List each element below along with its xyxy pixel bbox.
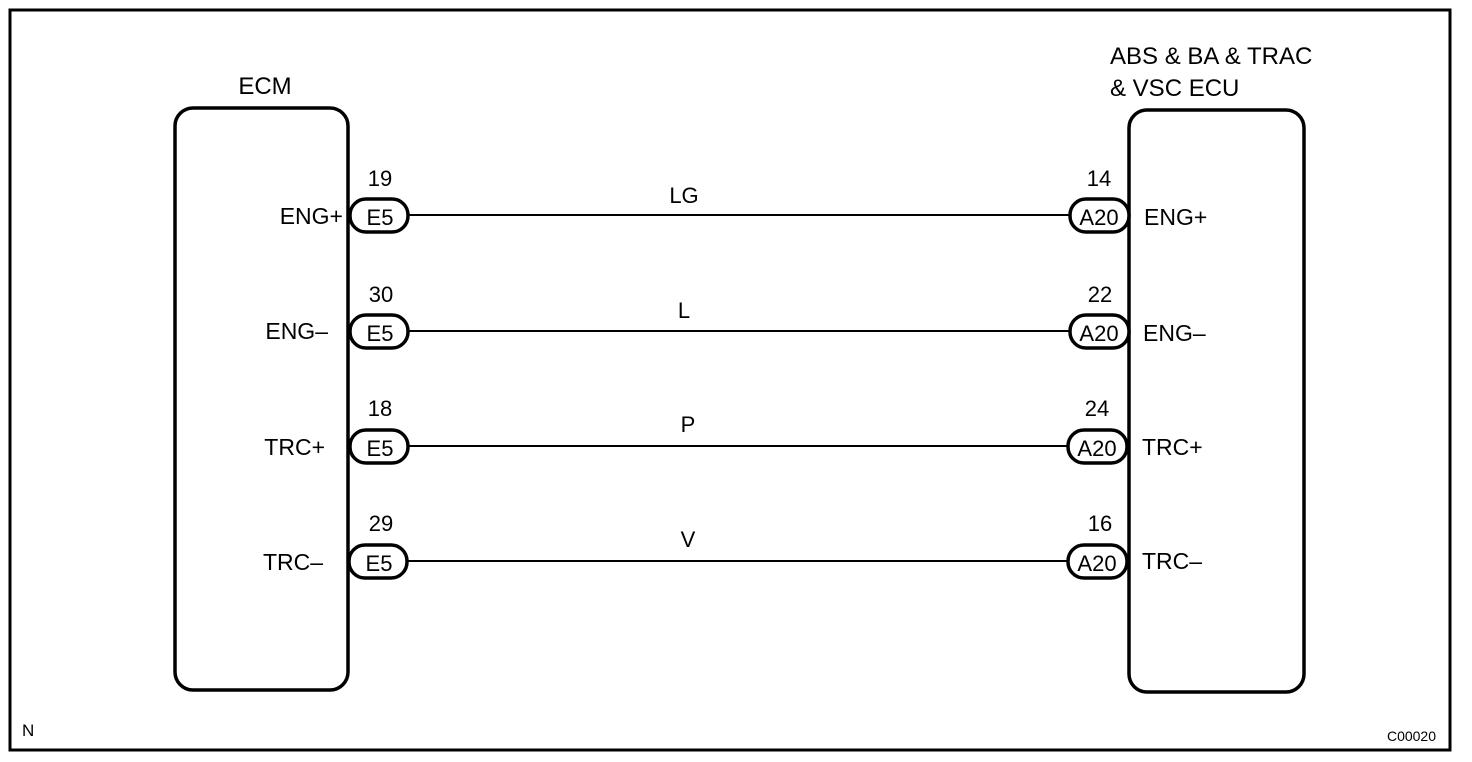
connector-a20-label: A20 [1079, 205, 1118, 230]
vsc-ecu-signal-label: TRC+ [1142, 434, 1203, 460]
circuit-eng-plus: LG ENG+ 19 E5 14 A20 ENG+ [280, 166, 1207, 234]
ecm-pin-number: 30 [369, 282, 393, 307]
ecm-pin-number: 19 [368, 166, 392, 191]
vsc-ecu-box [1127, 108, 1306, 694]
vsc-ecu-signal-label: ENG– [1143, 320, 1206, 346]
ecm-signal-label: TRC– [263, 549, 323, 575]
connector-a20-label: A20 [1079, 321, 1118, 346]
ecm-signal-label: TRC+ [264, 434, 325, 460]
connector-a20-label: A20 [1077, 551, 1116, 576]
connector-e5-label: E5 [367, 321, 394, 346]
connector-a20 [1066, 428, 1129, 465]
connector-e5 [348, 313, 410, 350]
vsc-ecu-pin-number: 14 [1087, 166, 1111, 191]
circuit-trc-minus: V TRC– 29 E5 16 A20 TRC– [263, 511, 1202, 580]
vsc-ecu-pin-number: 24 [1085, 396, 1109, 421]
ecm-pin-number: 29 [369, 511, 393, 536]
diagram-frame [8, 8, 1452, 752]
connector-a20 [1068, 197, 1131, 234]
connector-a20 [1068, 313, 1131, 350]
connector-e5-label: E5 [367, 436, 394, 461]
ecm-signal-label: ENG+ [280, 203, 343, 229]
connector-a20-label: A20 [1077, 436, 1116, 461]
circuit-eng-minus: L ENG– 30 E5 22 A20 ENG– [265, 282, 1206, 350]
vsc-ecu-pin-number: 22 [1088, 282, 1112, 307]
ecm-pin-number: 18 [368, 396, 392, 421]
vsc-ecu-signal-label: ENG+ [1144, 204, 1207, 230]
wire-color-label: V [681, 527, 696, 552]
corner-mark: N [22, 721, 34, 740]
vsc-ecu-title-line-2: & VSC ECU [1110, 75, 1239, 102]
ecm-box [173, 106, 350, 692]
connector-e5 [348, 428, 410, 465]
connector-e5 [347, 543, 409, 580]
circuit-trc-plus: P TRC+ 18 E5 24 A20 TRC+ [264, 396, 1203, 465]
connector-e5-label: E5 [367, 205, 394, 230]
connector-e5-label: E5 [366, 551, 393, 576]
vsc-ecu-signal-label: TRC– [1142, 548, 1202, 574]
ecm-title: ECM [238, 73, 291, 100]
connector-a20 [1066, 543, 1129, 580]
ecm-signal-label: ENG– [265, 318, 328, 344]
wire-color-label: P [681, 412, 696, 437]
wire-color-label: L [678, 298, 690, 323]
figure-code: C00020 [1387, 728, 1436, 744]
wire-color-label: LG [669, 183, 698, 208]
connector-e5 [348, 197, 410, 234]
vsc-ecu-pin-number: 16 [1088, 511, 1112, 536]
vsc-ecu-title-line-1: ABS & BA & TRAC [1110, 43, 1312, 70]
